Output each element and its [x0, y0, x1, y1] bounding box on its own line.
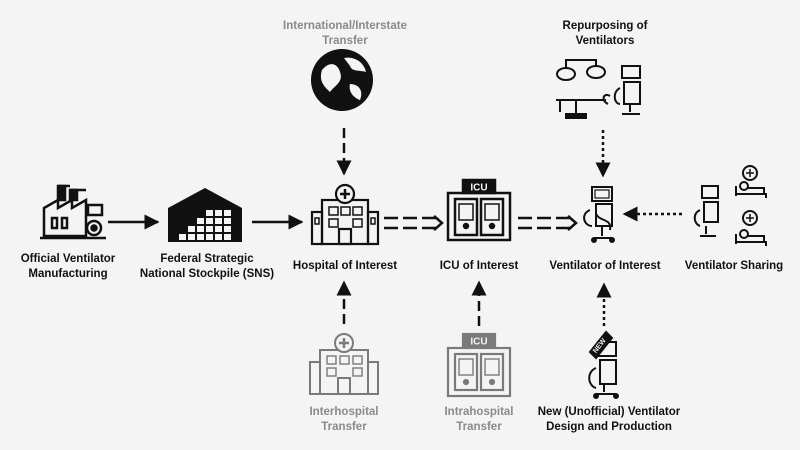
label-hospital: Hospital of Interest	[292, 260, 398, 272]
repurposing-icon	[556, 59, 641, 119]
bed-icon-bottom	[735, 210, 767, 246]
factory-icon	[40, 184, 106, 240]
ventilator-icon	[583, 186, 615, 243]
label-new-design: New (Unofficial) Ventilator Design and P…	[537, 406, 681, 433]
label-international-transfer: International/Interstate Transfer	[283, 20, 407, 47]
icu-sign-gray: ICU	[470, 337, 487, 348]
arrowhead-icu-to-ventilator	[567, 215, 578, 231]
label-ventilator-sharing: Ventilator Sharing	[684, 260, 784, 272]
hospital-icon	[310, 183, 380, 246]
icu-door-gray-icon	[446, 332, 512, 398]
label-manufacturing: Official Ventilator Manufacturing	[20, 253, 116, 280]
connectors	[108, 128, 682, 326]
ventilator-sharing-icon	[693, 165, 767, 246]
new-ventilator-icon	[588, 330, 619, 399]
bed-icon-top	[735, 165, 767, 198]
label-ventilator: Ventilator of Interest	[549, 260, 661, 272]
hospital-gray-icon	[309, 333, 379, 395]
warehouse-icon	[168, 188, 242, 242]
globe-icon	[311, 49, 373, 111]
label-intrahospital-transfer: Intrahospital Transfer	[444, 406, 514, 433]
arrowhead-hospital-to-icu	[433, 215, 444, 231]
label-interhospital-transfer: Interhospital Transfer	[309, 406, 379, 433]
icu-door-icon	[446, 178, 512, 242]
label-repurposing: Repurposing of Ventilators	[562, 20, 648, 47]
label-sns: Federal Strategic National Stockpile (SN…	[139, 253, 275, 280]
icu-sign: ICU	[470, 183, 487, 194]
label-icu: ICU of Interest	[439, 260, 519, 272]
